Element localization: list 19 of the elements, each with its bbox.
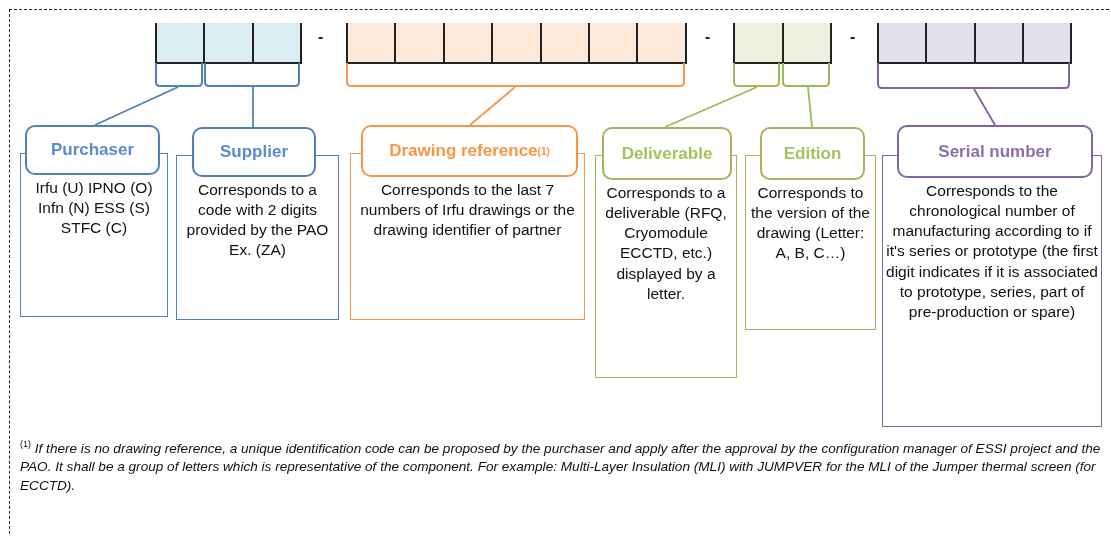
footnote-text: $^{(1)}$ If there is no drawing reference, a unique identification code can be proposed by the purchaser and apply after the approval by the configuration manager of ESSI project and the PAO. It shall be a group of letters which is representative of the component. For example: Multi-Layer Insulation (MLI) with JUMPVER for the MLI of the Jumper thermal screen (for ECCTD). <box>20 438 1102 495</box>
leader-line <box>94 86 179 126</box>
bracket <box>204 63 300 87</box>
leader-line <box>664 86 758 128</box>
separator-dash: - <box>850 28 856 46</box>
separator-dash: - <box>318 28 324 46</box>
separator-dash: - <box>705 28 711 46</box>
bracket <box>155 63 203 87</box>
bracket <box>782 63 830 87</box>
leader-line <box>807 86 813 128</box>
field-heading: Edition <box>760 127 865 180</box>
leader-line <box>469 86 516 126</box>
bracket <box>733 63 780 87</box>
bracket <box>346 63 685 87</box>
field-heading: Serial number <box>897 125 1093 178</box>
field-heading: Purchaser <box>25 125 160 175</box>
leader-line <box>252 86 254 128</box>
leader-line <box>973 88 996 126</box>
bracket <box>877 63 1070 89</box>
